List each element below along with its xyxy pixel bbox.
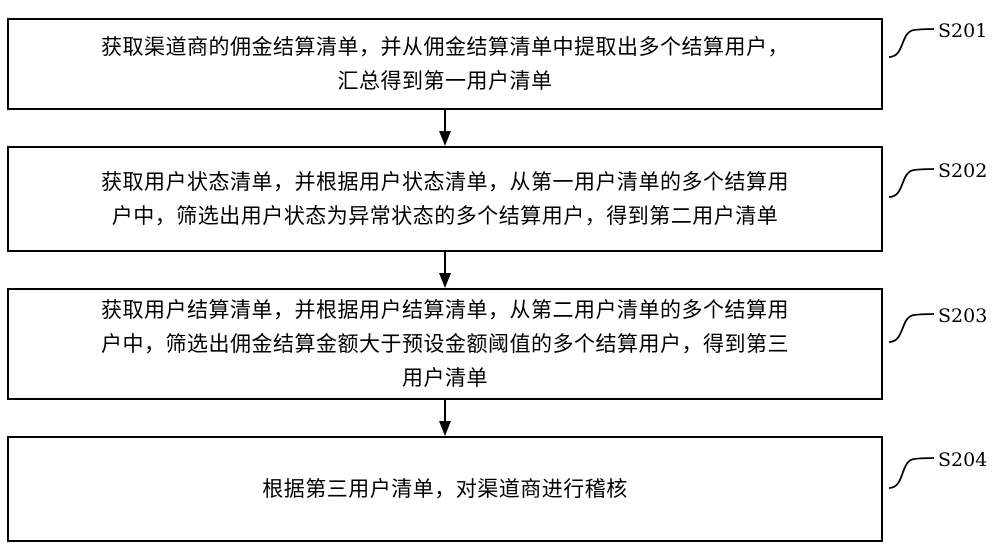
step-text-line: 获取用户结算清单，并根据用户结算清单，从第二用户清单的多个结算用	[101, 298, 789, 322]
step-box-s201: 获取渠道商的佣金结算清单，并从佣金结算清单中提取出多个结算用户， 汇总得到第一用…	[7, 18, 883, 110]
step-text-line: 汇总得到第一用户清单	[337, 69, 553, 93]
step-label-s201: S201	[938, 20, 988, 42]
arrow-s202-s203	[439, 252, 451, 288]
step-text-line: 获取渠道商的佣金结算清单，并从佣金结算清单中提取出多个结算用户，	[101, 35, 789, 59]
leader-s204	[888, 457, 935, 489]
step-box-s203: 获取用户结算清单，并根据用户结算清单，从第二用户清单的多个结算用 户中，筛选出佣…	[7, 288, 883, 400]
step-text-s202: 获取用户状态清单，并根据用户状态清单，从第一用户清单的多个结算用 户中，筛选出用…	[101, 165, 789, 233]
step-text-line: 户中，筛选出佣金结算金额大于预设金额阈值的多个结算用户，得到第三	[101, 332, 789, 356]
arrow-s201-s202	[439, 110, 451, 146]
step-label-s203: S203	[938, 305, 988, 327]
step-text-s201: 获取渠道商的佣金结算清单，并从佣金结算清单中提取出多个结算用户， 汇总得到第一用…	[101, 30, 789, 98]
step-label-s202: S202	[938, 160, 988, 182]
step-text-line: 获取用户状态清单，并根据用户状态清单，从第一用户清单的多个结算用	[101, 170, 789, 194]
step-box-s202: 获取用户状态清单，并根据用户状态清单，从第一用户清单的多个结算用 户中，筛选出用…	[7, 146, 883, 252]
leader-s201	[888, 28, 935, 58]
leader-s202	[888, 168, 935, 198]
step-text-s203: 获取用户结算清单，并根据用户结算清单，从第二用户清单的多个结算用 户中，筛选出佣…	[101, 293, 789, 395]
arrow-s203-s204	[439, 400, 451, 436]
leader-s203	[888, 313, 935, 343]
step-box-s204: 根据第三用户清单，对渠道商进行稽核	[7, 436, 883, 542]
step-text-line: 户中，筛选出用户状态为异常状态的多个结算用户，得到第二用户清单	[111, 204, 779, 228]
step-text-s204: 根据第三用户清单，对渠道商进行稽核	[262, 472, 628, 506]
step-label-s204: S204	[938, 449, 988, 471]
step-text-line: 根据第三用户清单，对渠道商进行稽核	[262, 477, 628, 501]
step-text-line: 用户清单	[402, 366, 488, 390]
